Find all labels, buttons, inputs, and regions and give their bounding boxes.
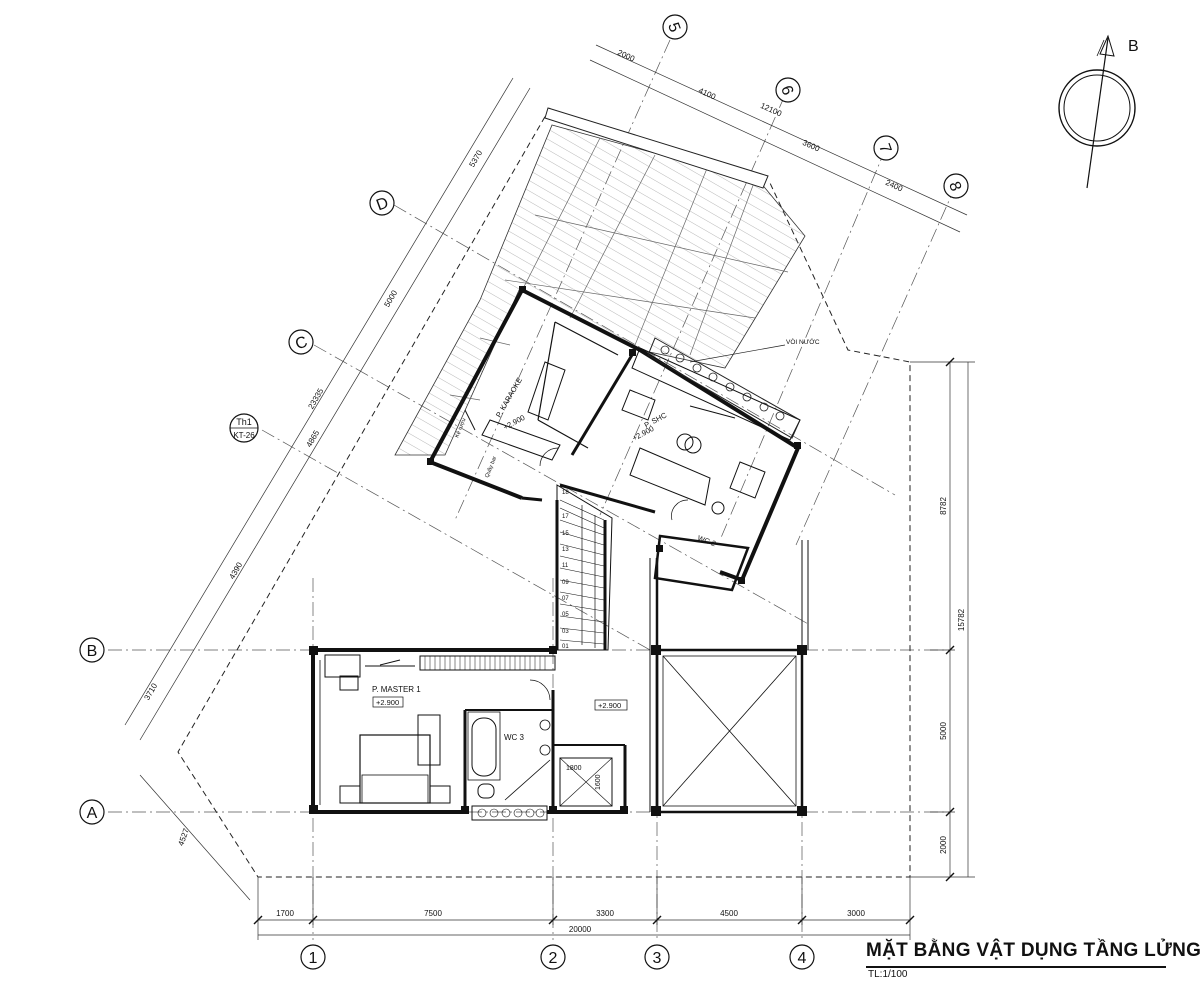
dim-rot-left-total: 23335 [306, 386, 325, 410]
grid-label-c: C [293, 333, 310, 353]
grid-label-a: A [87, 805, 98, 822]
label-shower-height: 1600 [595, 774, 602, 790]
grid-label-1: 1 [309, 950, 318, 967]
north-label: B [1128, 38, 1139, 55]
dim-lower-left: 4527 [176, 827, 191, 847]
drawing-title: MẶT BẰNG VẬT DỤNG TẦNG LỬNG [866, 940, 1200, 961]
dim-rot-top-4: 2400 [884, 178, 904, 194]
dim-bottom-4: 4500 [720, 909, 738, 918]
grid-bubbles [79, 14, 969, 970]
stair-number: 03 [562, 629, 569, 635]
grid-label-2: 2 [549, 950, 558, 967]
stair-number: 17 [562, 514, 569, 520]
label-quay-bar: Quầy bar [484, 455, 498, 478]
grid-label-b: B [87, 643, 98, 660]
dim-rot-top-1: 2000 [616, 48, 636, 64]
drawing-scale: TL:1/100 [868, 969, 908, 980]
planter-box [647, 337, 801, 439]
room-level-master: +2.900 [376, 698, 399, 707]
stair-number: 15 [562, 531, 569, 537]
grid-label-3: 3 [653, 950, 662, 967]
room-name-karaoke: P. KARAOKE [494, 376, 524, 419]
stair-number: 13 [562, 547, 569, 553]
north-arrow-icon [1058, 34, 1136, 189]
roof-terrace [394, 107, 806, 456]
section-tag-top: Th1 [236, 417, 252, 427]
stair-number: 18 [562, 490, 569, 496]
dim-right-3: 2000 [939, 836, 948, 854]
dim-bottom-5: 3000 [847, 909, 865, 918]
dim-bottom-3: 3300 [596, 909, 614, 918]
grid-label-d: D [374, 194, 391, 214]
dim-bottom-2: 7500 [424, 909, 442, 918]
grid-bubble-labels: 1 2 3 4 B A 5 6 7 8 D C Th1 KT-26 [87, 20, 964, 967]
wall-columns-upper [427, 286, 801, 584]
dim-right-total: 15782 [957, 608, 966, 631]
label-shower-width: 1800 [566, 765, 582, 772]
room-level-shc: +2.900 [631, 424, 656, 443]
stair-number: 09 [562, 580, 569, 586]
stair-number: 11 [562, 563, 569, 569]
dim-rot-top-total: 12100 [759, 101, 783, 118]
dim-rot-top-3: 3600 [801, 138, 821, 154]
stair-number: 07 [562, 596, 569, 602]
level-box-master [372, 696, 404, 708]
room-name-wc2: WC 2 [696, 533, 717, 548]
room-level-hall: +2.900 [598, 701, 621, 710]
level-box-hall [594, 699, 628, 711]
dim-rot-left-3: 4865 [304, 428, 321, 448]
title-underline [866, 966, 1166, 968]
dim-bottom-total: 20000 [569, 925, 592, 934]
section-tag-bottom: KT-26 [233, 431, 255, 440]
dim-right-2: 5000 [939, 722, 948, 740]
dim-bottom-1: 1700 [276, 909, 294, 918]
dim-rot-left-4: 4390 [227, 560, 244, 580]
stair-number: 01 [562, 644, 569, 650]
lower-walls [311, 447, 809, 821]
stair-step-numbers: 01 03 05 07 09 11 13 15 17 18 [562, 490, 569, 650]
wall-columns-lower [309, 645, 807, 816]
dimension-ticks [253, 357, 955, 925]
room-name-master: P. MASTER 1 [372, 685, 421, 694]
dim-rot-left-5: 3710 [142, 681, 159, 701]
dim-rot-left-1: 5370 [467, 148, 484, 168]
stair [555, 484, 613, 651]
stair-number: 05 [562, 612, 569, 618]
label-voi-nuoc: VÒI NƯỚC [786, 337, 820, 346]
dim-right-1: 8782 [939, 497, 948, 515]
room-name-wc3: WC 3 [504, 733, 525, 742]
grid-label-4: 4 [798, 950, 807, 967]
